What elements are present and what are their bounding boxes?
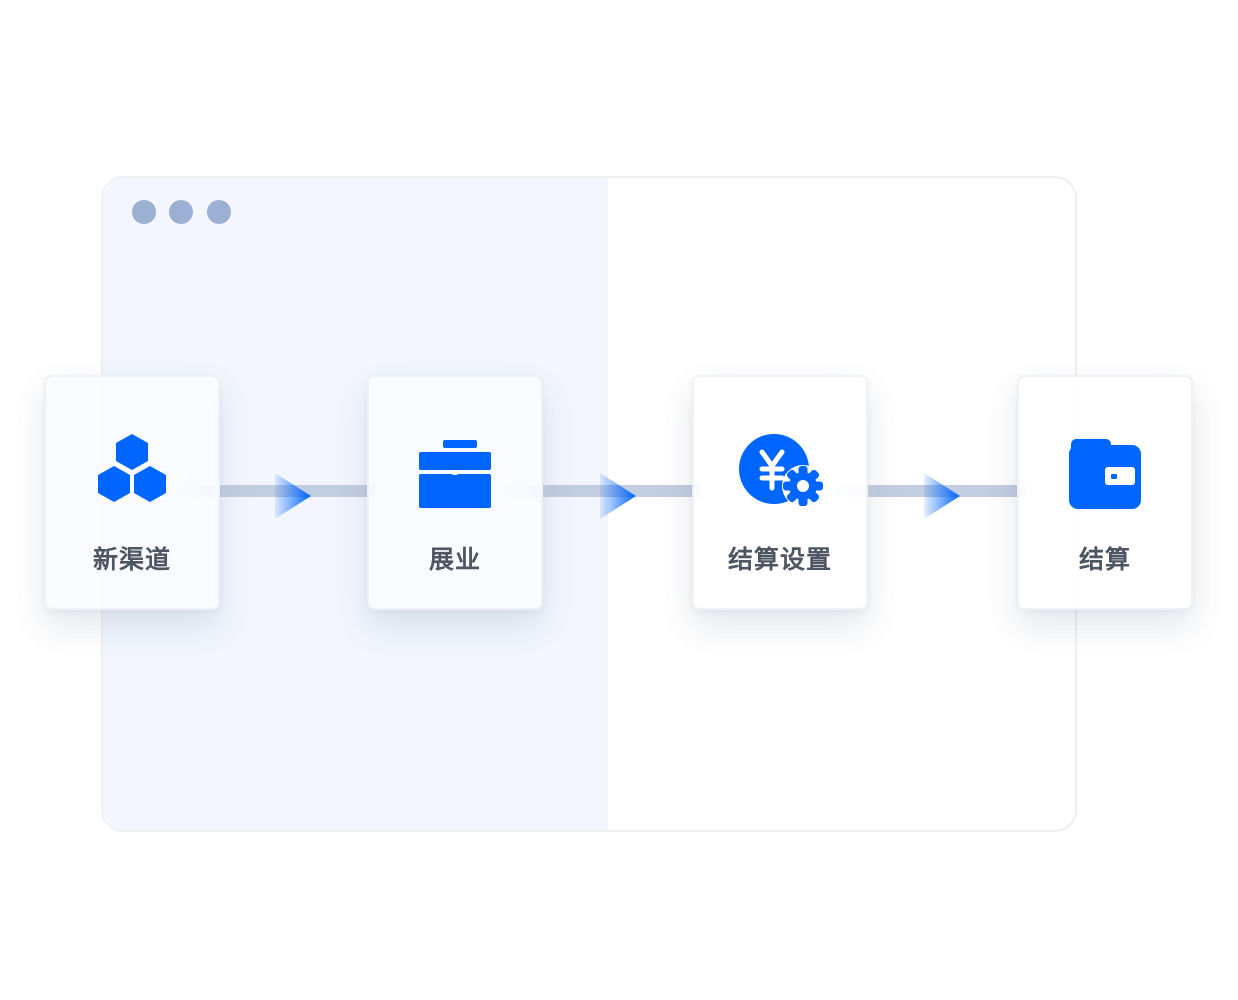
yuan-gear-icon [739,434,824,507]
arrow-right-icon [600,473,636,519]
hexagon-cluster-icon [98,434,166,502]
window-dot-2[interactable] [169,200,193,224]
wallet-icon [1069,439,1141,509]
step-label: 展业 [428,545,481,574]
browser-window [101,176,1077,832]
briefcase-icon [419,440,491,508]
arrow-right-icon [275,473,311,519]
step-label: 结算设置 [727,545,832,574]
window-dot-3[interactable] [207,200,231,224]
step-card-settlement[interactable]: 结算 [1017,375,1193,610]
step-card-business[interactable]: 展业 [367,375,543,610]
step-label: 新渠道 [92,545,171,574]
window-dot-1[interactable] [132,200,156,224]
arrow-right-icon [924,473,960,519]
step-label: 结算 [1078,545,1131,574]
step-card-new-channel[interactable]: 新渠道 [44,375,220,610]
step-card-settlement-settings[interactable]: 结算设置 [692,375,868,610]
